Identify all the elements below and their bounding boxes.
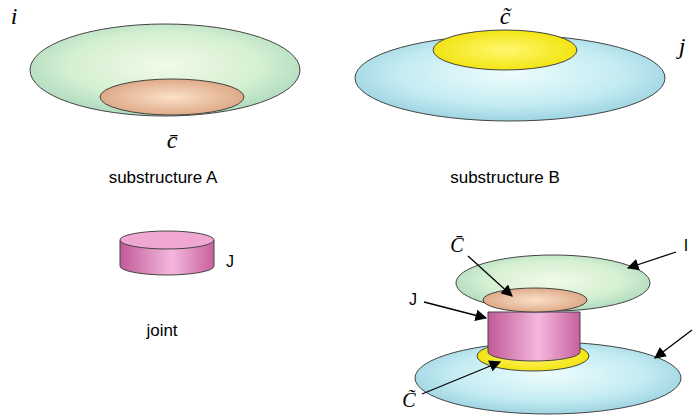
caption-label: joint (146, 322, 177, 339)
part-label: C̄ (450, 235, 463, 255)
part-label: I (684, 238, 688, 254)
part-label: J (226, 254, 234, 270)
joint-cylinder (120, 231, 214, 275)
caption-label: substructure A (109, 169, 218, 186)
part-label: c̃ (500, 4, 511, 28)
leader-arrows (422, 252, 692, 394)
part-label: J (409, 292, 417, 308)
part-label: i (11, 4, 18, 28)
part-label: j (679, 34, 686, 58)
part-label: c̄ (167, 128, 178, 152)
part-label: C̃ (402, 390, 415, 410)
substructure-a (30, 24, 300, 116)
substructure-b (355, 30, 665, 121)
assembly (415, 255, 681, 414)
caption-label: substructure B (450, 169, 560, 186)
